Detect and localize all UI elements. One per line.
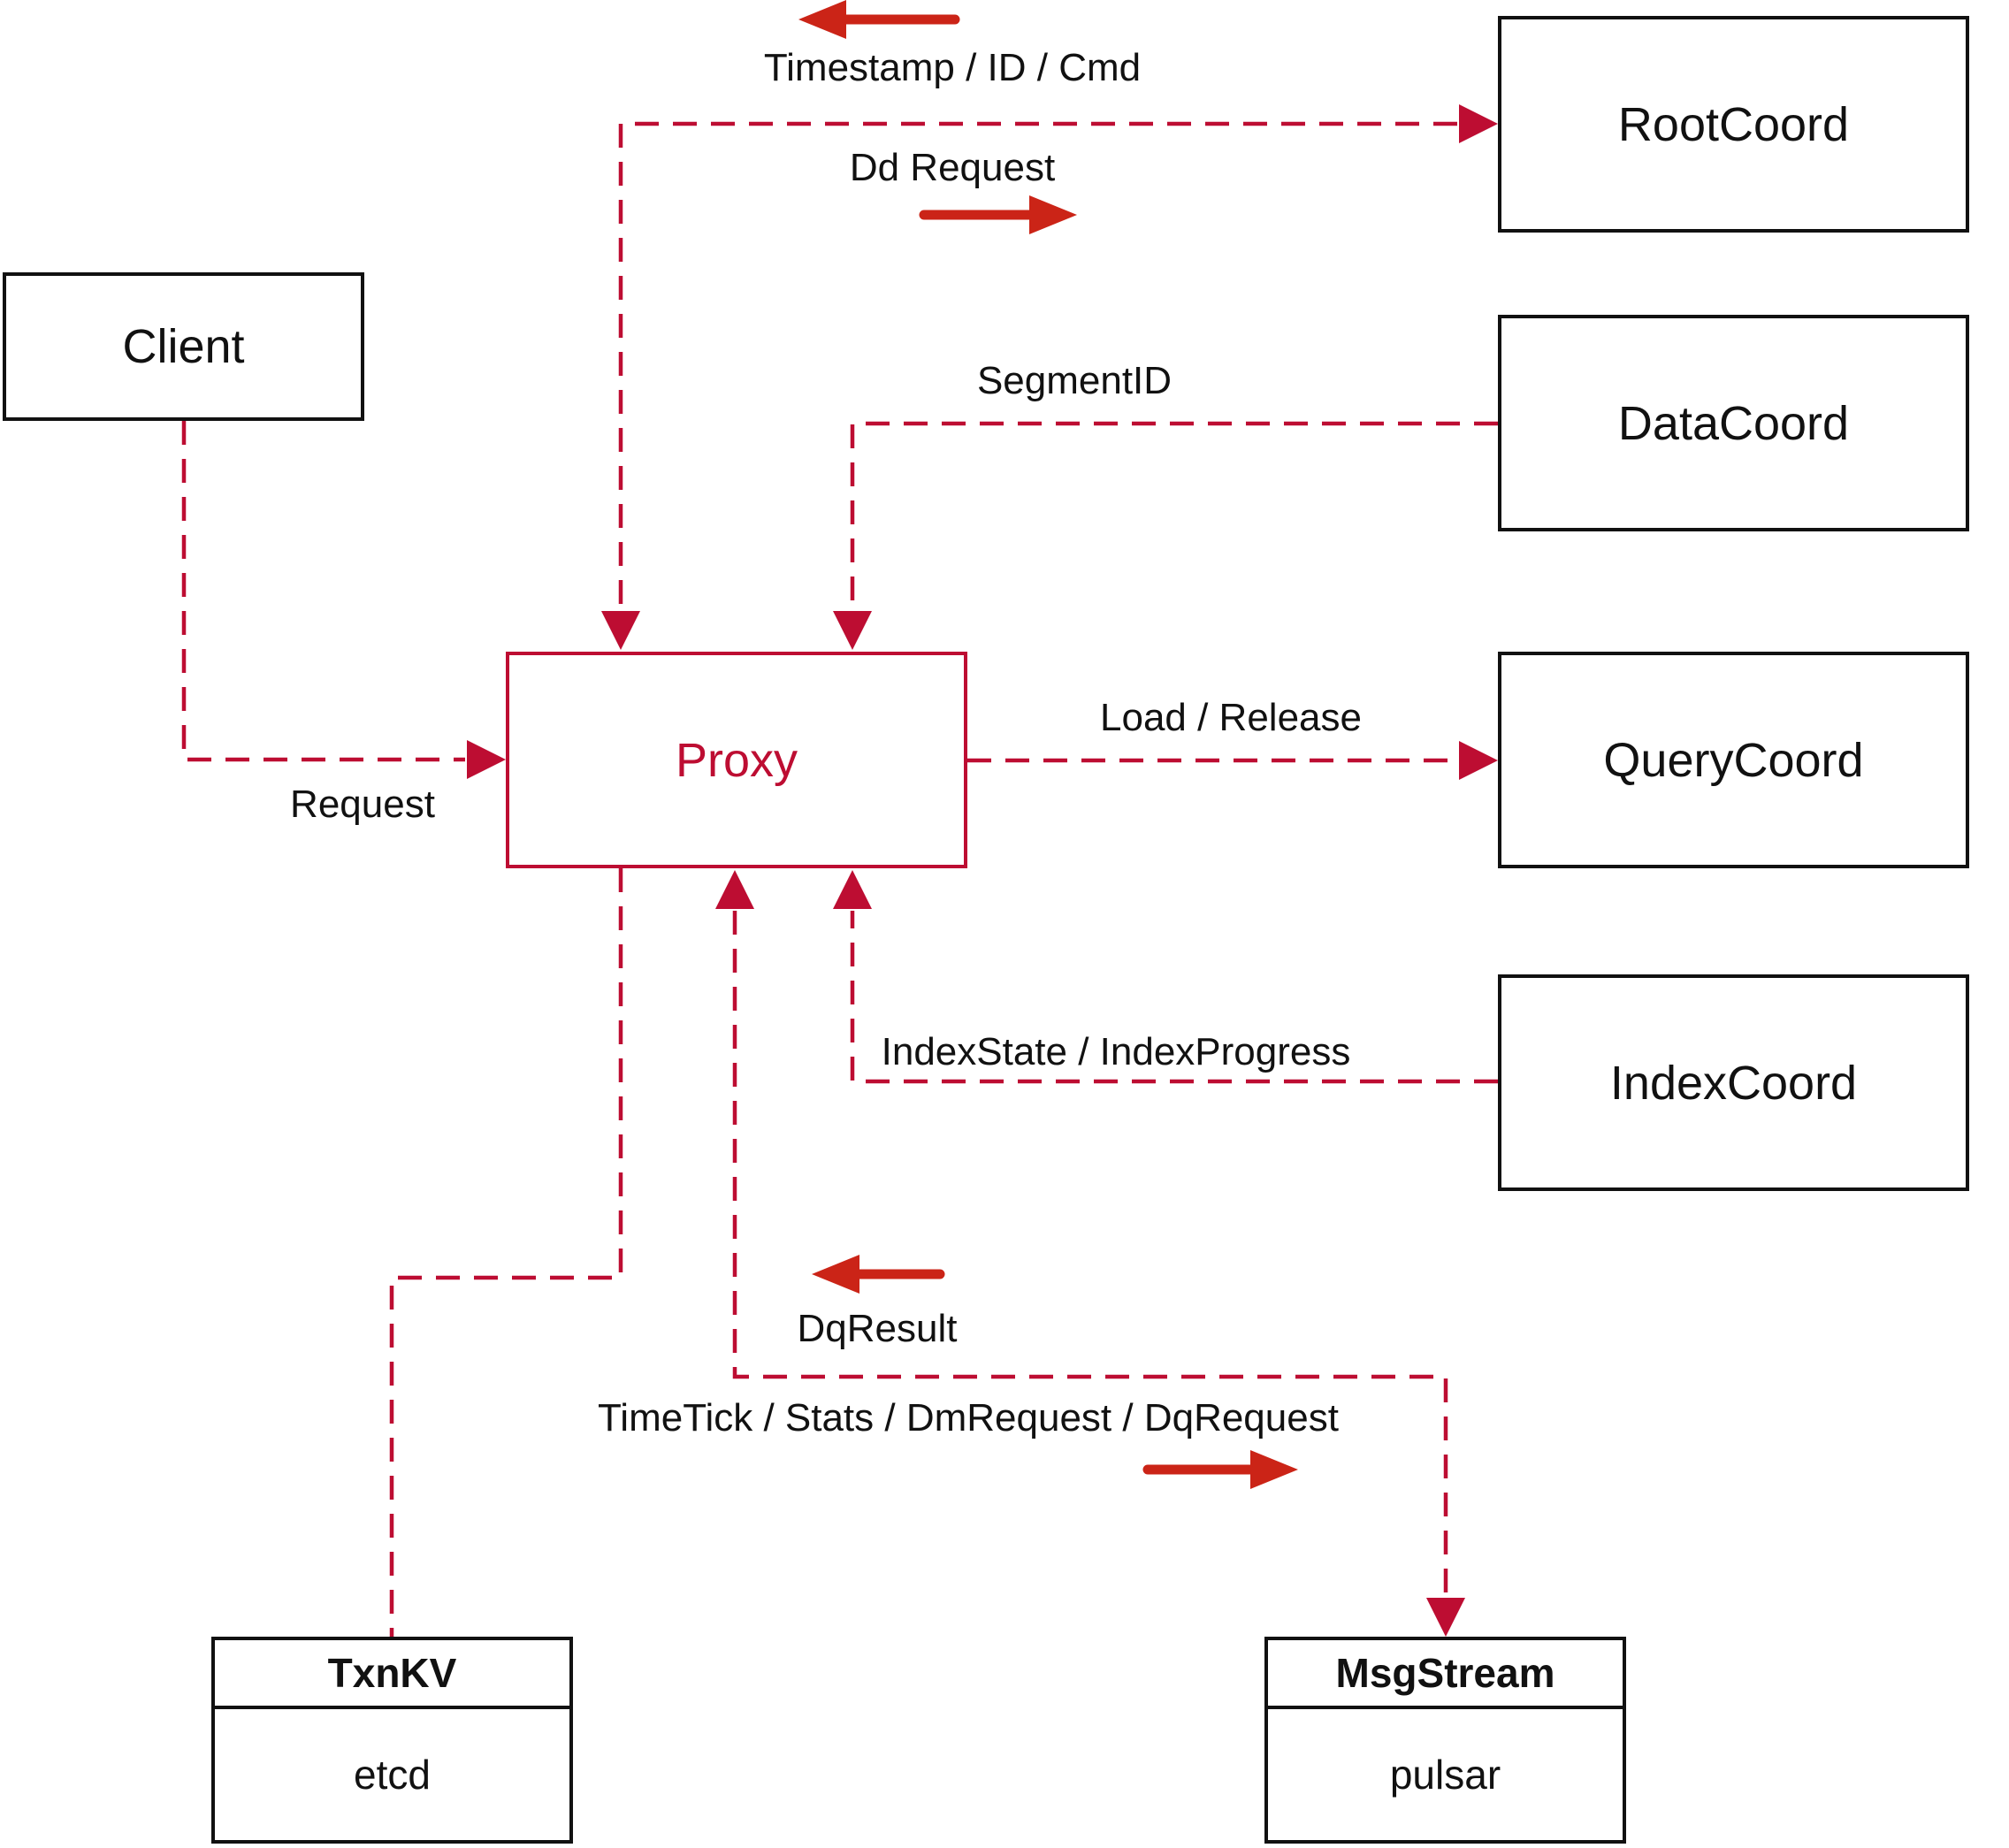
arrowhead-into-proxy-top-right <box>833 611 872 650</box>
node-querycoord-label: QueryCoord <box>1603 733 1864 787</box>
edge-datacoord-proxy <box>833 421 1498 650</box>
arrowhead-into-proxy-left <box>467 740 506 779</box>
node-datacoord: DataCoord <box>1498 315 1969 531</box>
direction-arrow-timetick-right <box>1142 1450 1298 1489</box>
node-msgstream-subtitle: pulsar <box>1389 1752 1501 1798</box>
arrowhead-into-querycoord <box>1459 741 1498 780</box>
direction-arrow-dd-request-right <box>919 195 1077 234</box>
edge-label-load-release: Load / Release <box>1100 696 1362 739</box>
edge-proxy-rootcoord <box>601 104 1498 650</box>
edge-datacoord-proxy-line <box>850 421 1498 609</box>
node-msgstream-title: MsgStream <box>1268 1640 1623 1709</box>
node-txnkv-subtitle: etcd <box>354 1752 431 1798</box>
edge-proxy-msgstream-line <box>732 911 1448 1596</box>
arrowhead-into-msgstream <box>1426 1598 1465 1637</box>
edge-client-proxy <box>181 421 506 779</box>
node-txnkv: TxnKV etcd <box>211 1637 573 1844</box>
node-client-label: Client <box>122 320 245 373</box>
node-client: Client <box>3 272 364 421</box>
edge-label-dd-request: Dd Request <box>849 146 1056 189</box>
node-txnkv-title: TxnKV <box>215 1640 569 1709</box>
direction-arrow-dqresult-left <box>812 1255 945 1294</box>
edge-label-request: Request <box>290 783 435 826</box>
node-indexcoord-label: IndexCoord <box>1609 1056 1858 1110</box>
arrowhead-into-proxy-bottom-right <box>833 870 872 909</box>
edge-proxy-msgstream <box>715 870 1465 1637</box>
direction-arrow-timestamp-left <box>798 0 960 39</box>
node-rootcoord-label: RootCoord <box>1617 97 1850 151</box>
node-proxy-label: Proxy <box>675 733 798 787</box>
edge-label-timetick: TimeTick / Stats / DmRequest / DqRequest <box>598 1396 1339 1439</box>
edge-proxy-txnkv <box>389 868 623 1637</box>
node-rootcoord: RootCoord <box>1498 16 1969 233</box>
edge-client-proxy-line <box>181 421 465 762</box>
edge-proxy-querycoord <box>967 741 1498 780</box>
arrowhead-into-proxy-top-left <box>601 611 640 650</box>
arrowhead-into-proxy-bottom-center <box>715 870 754 909</box>
edge-proxy-txnkv-line <box>389 868 623 1637</box>
node-indexcoord: IndexCoord <box>1498 974 1969 1191</box>
node-querycoord: QueryCoord <box>1498 652 1969 868</box>
edge-label-segmentid: SegmentID <box>976 359 1173 402</box>
edge-label-timestamp-id-cmd: Timestamp / ID / Cmd <box>763 46 1142 89</box>
edge-label-indexstate: IndexState / IndexProgress <box>881 1030 1351 1073</box>
node-msgstream: MsgStream pulsar <box>1264 1637 1626 1844</box>
edge-proxy-rootcoord-line <box>618 121 1457 609</box>
edge-indexcoord-proxy <box>833 870 1498 1084</box>
edge-label-dqresult: DqResult <box>797 1307 958 1350</box>
node-proxy: Proxy <box>506 652 967 868</box>
arrowhead-into-rootcoord <box>1459 104 1498 143</box>
node-datacoord-label: DataCoord <box>1617 396 1850 450</box>
